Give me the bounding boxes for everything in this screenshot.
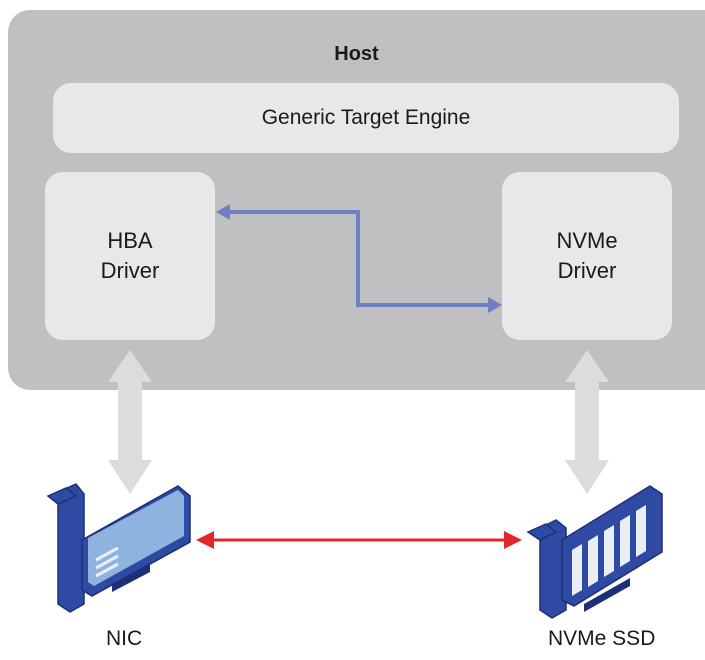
engine-label: Generic Target Engine	[261, 106, 471, 129]
nvme-ssd-link-arrow	[565, 350, 609, 494]
hba-driver-line1: HBA	[107, 228, 153, 253]
nvme-ssd-icon	[526, 485, 663, 619]
nic-card-icon	[46, 483, 191, 613]
hba-driver-box: HBA Driver	[45, 172, 215, 340]
hba-driver-line2: Driver	[100, 258, 160, 283]
nic-label: NIC	[106, 627, 143, 650]
driver-connector-arrow	[216, 204, 502, 313]
nvme-ssd-label: NVMe SSD	[548, 627, 656, 650]
device-link-arrow	[196, 531, 522, 549]
generic-target-engine: Generic Target Engine	[53, 83, 679, 153]
nvme-driver-line2: Driver	[557, 258, 617, 283]
nvme-driver-line1: NVMe	[556, 228, 618, 253]
host-title: Host	[334, 43, 379, 65]
nvme-driver-box: NVMe Driver	[502, 172, 672, 340]
hba-nic-link-arrow	[108, 350, 152, 494]
